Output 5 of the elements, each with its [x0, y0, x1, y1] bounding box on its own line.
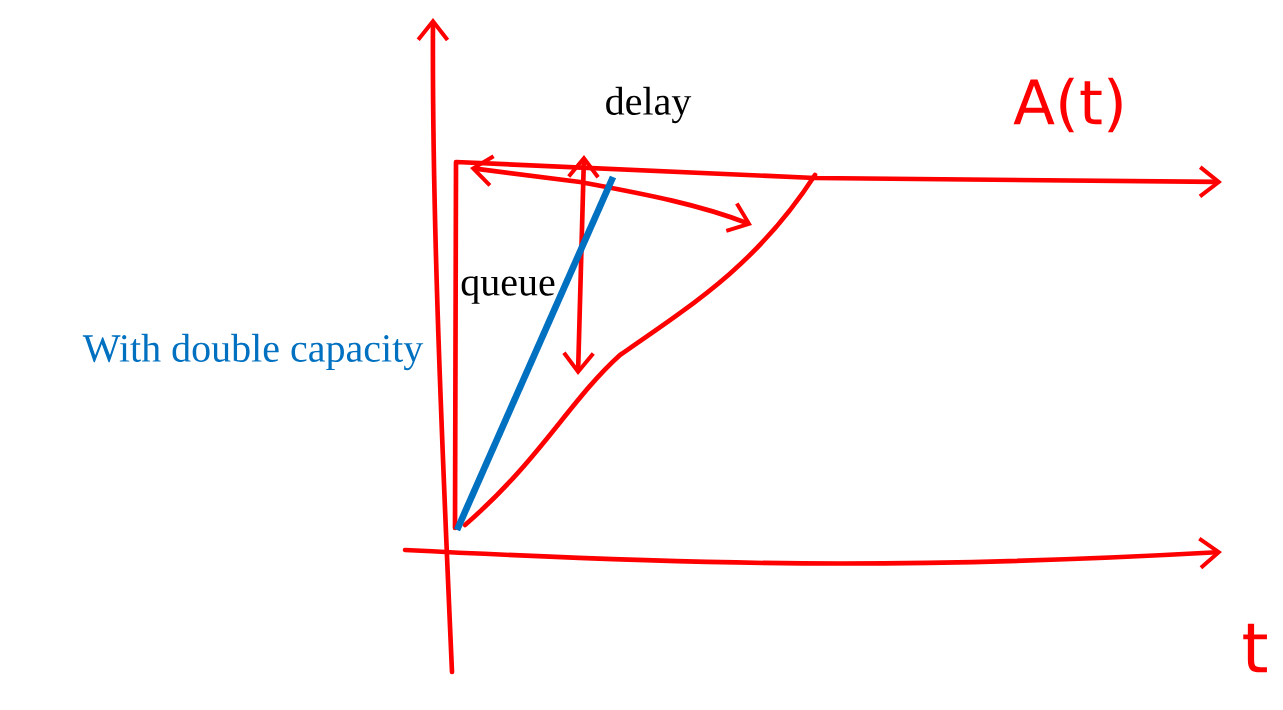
curve-label: With double capacity: [82, 333, 424, 371]
axis-label: t: [1243, 623, 1267, 673]
axis-annotation: delay: [606, 86, 692, 124]
axis-annotation: queue: [461, 276, 555, 304]
curve-label: A(t): [1013, 77, 1122, 133]
